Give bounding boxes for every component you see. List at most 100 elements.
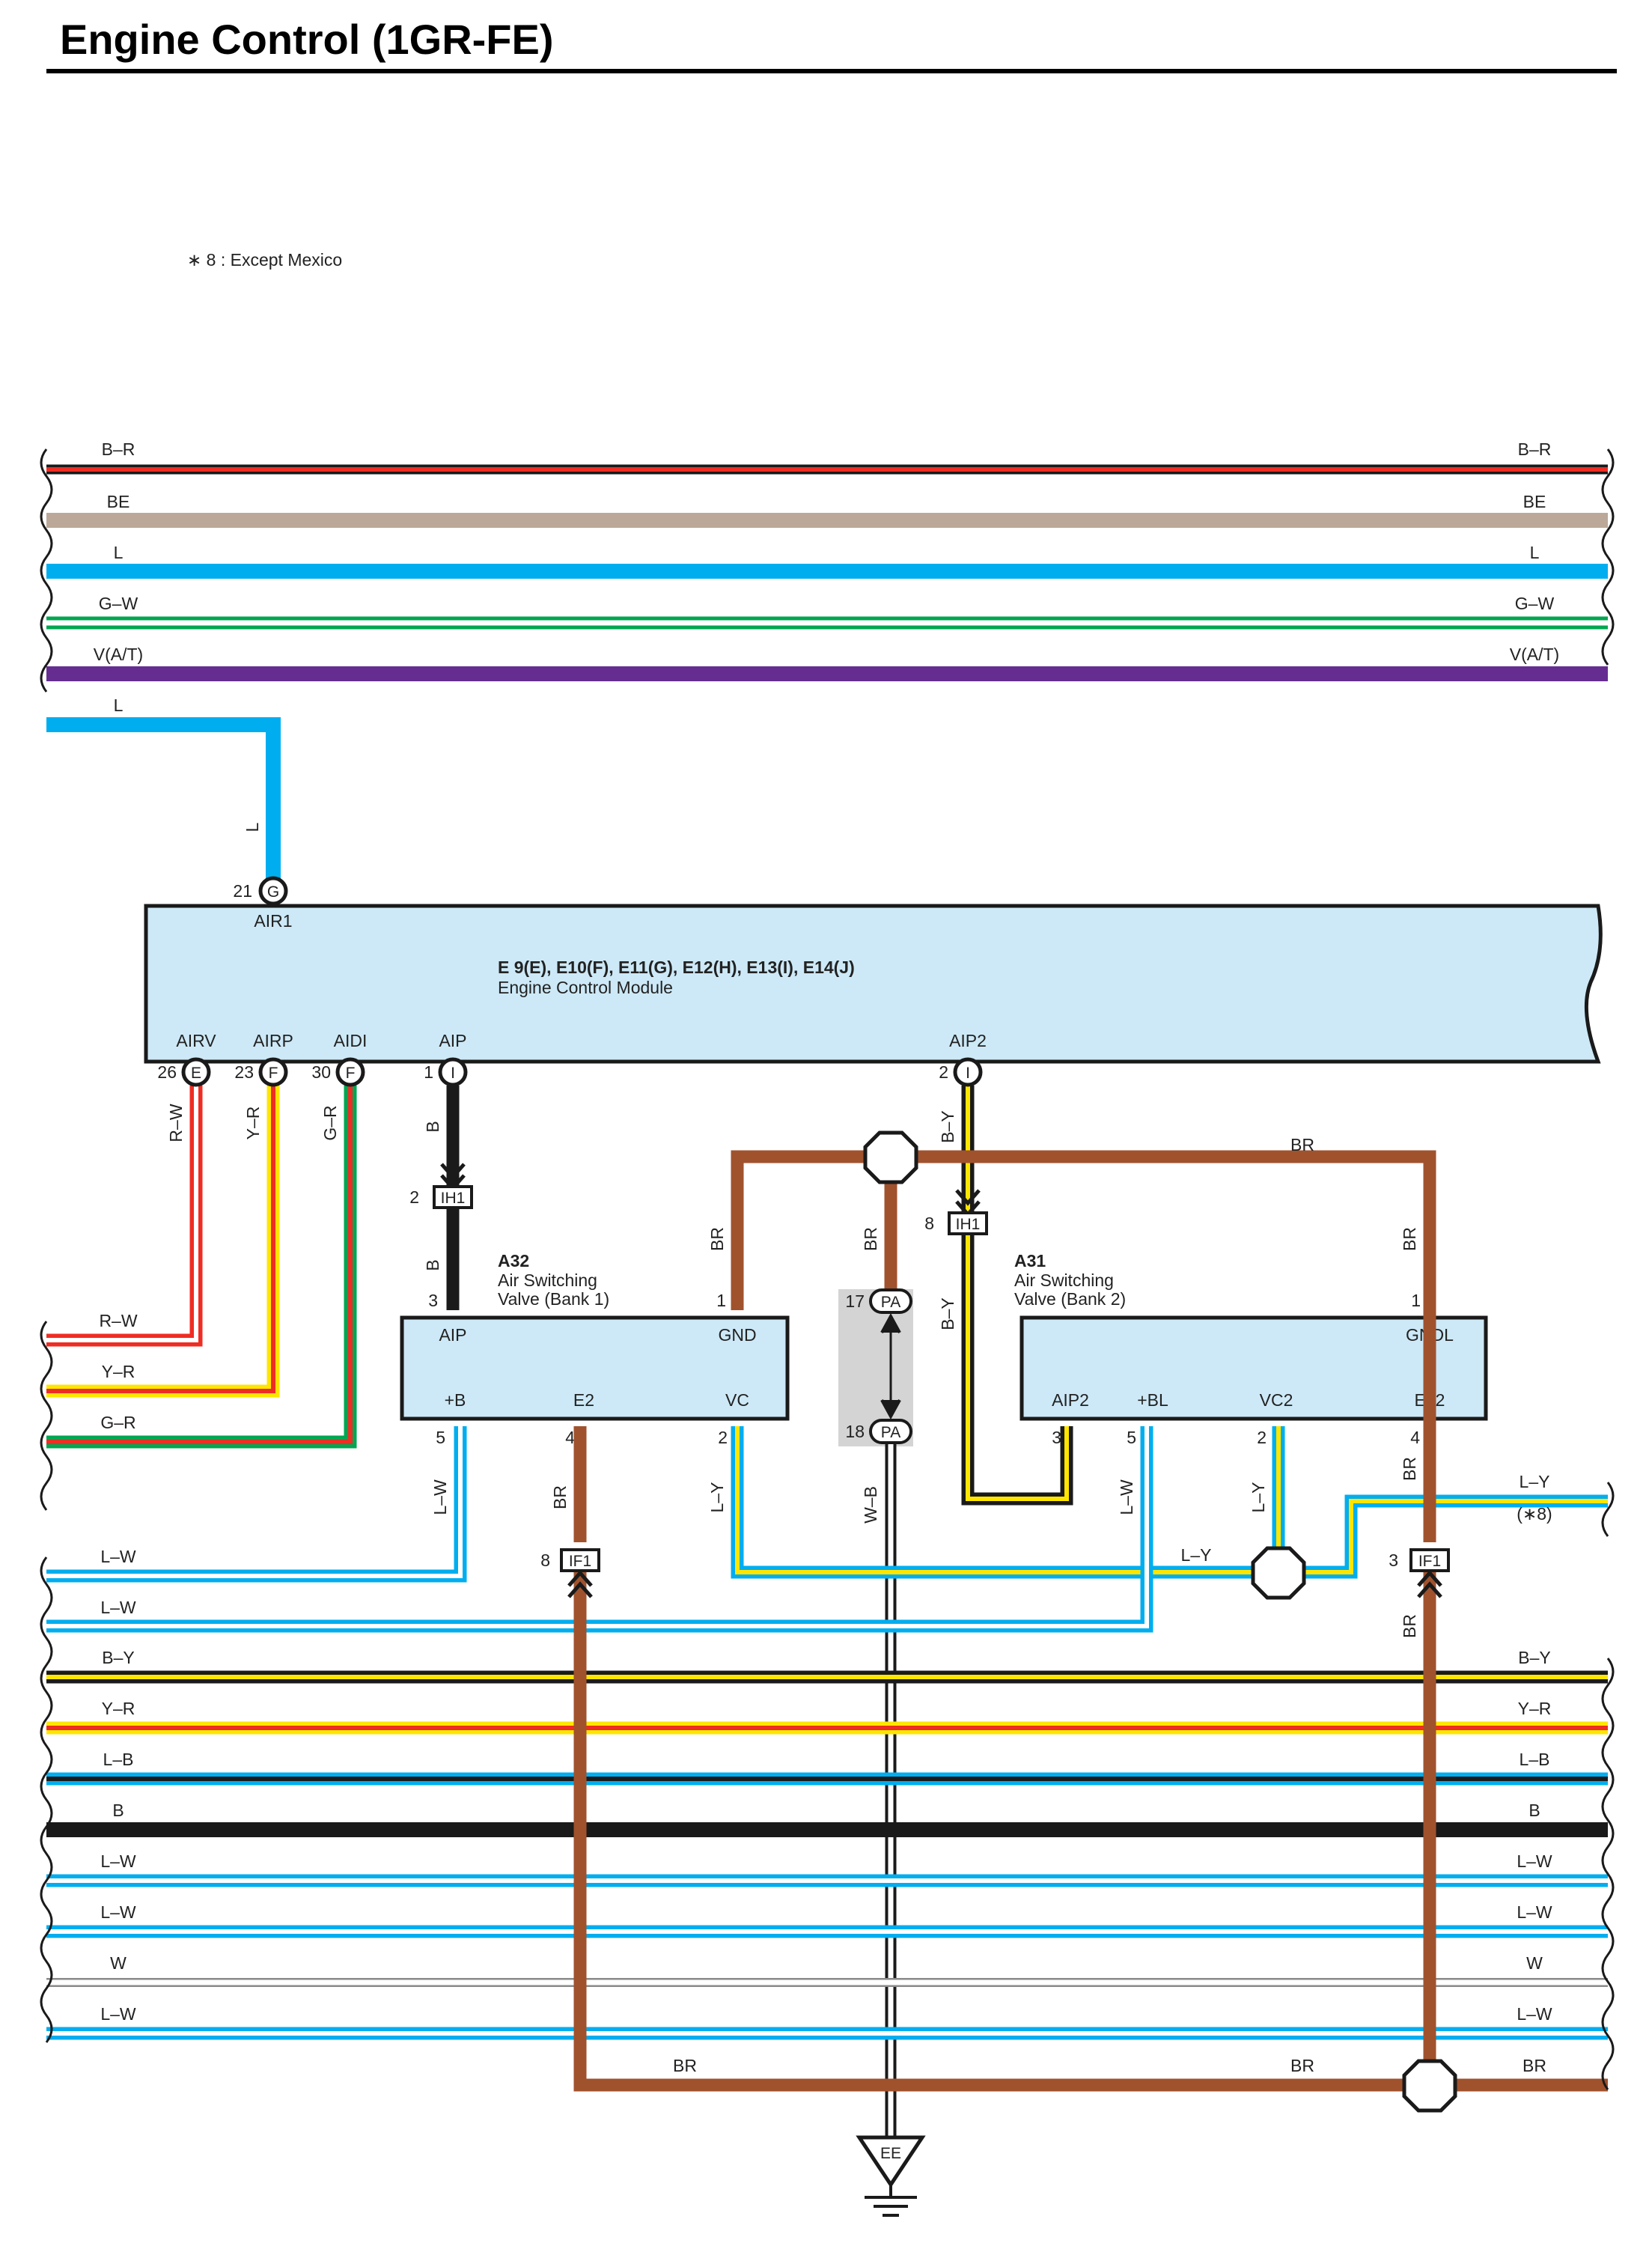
wire-label-l-y-a32: L–Y <box>707 1482 727 1513</box>
wire-label-g-r: G–R <box>100 1413 135 1432</box>
wire-label-l-y-right: L–Y <box>1520 1472 1550 1491</box>
bus-label-l-b-right: L–B <box>1520 1750 1550 1769</box>
bus-label-w-left: W <box>110 1953 127 1973</box>
bus-label-br-right: BR <box>1523 2056 1546 2075</box>
a31-term-aip2: AIP2 <box>1052 1390 1089 1410</box>
splice-top <box>863 1130 918 1184</box>
bus-label-b-left: B <box>112 1801 124 1820</box>
splice-bottom <box>1402 2059 1457 2113</box>
if1-left-name: IF1 <box>569 1553 591 1570</box>
wire-label-b-r-right: B–R <box>1518 439 1552 459</box>
wire-label-g-r-vertical: G–R <box>320 1105 340 1140</box>
ih1-left-pin: 2 <box>409 1187 419 1207</box>
ecm-term-airp: AIRP <box>253 1031 293 1050</box>
ecm-pin-airp-conn: F <box>269 1065 278 1082</box>
ecm-pin-aip2[interactable] <box>953 1057 983 1087</box>
wire-label-r-w: R–W <box>99 1311 137 1330</box>
wire-label-br-mid: BR <box>861 1227 880 1251</box>
wire-label-br-a32: BR <box>707 1227 727 1251</box>
wire-label-be-left: BE <box>107 492 130 511</box>
ecm-term-airv: AIRV <box>176 1031 216 1050</box>
wire-label-br-e2: BR <box>550 1485 570 1509</box>
break-mark-right-mid <box>1601 1482 1615 1537</box>
bus-label-b-right: B <box>1528 1801 1540 1820</box>
wire-l-w-a32 <box>46 1426 467 1583</box>
ecm-pin-aidi-conn: F <box>346 1065 356 1082</box>
bus-label-l-w-4-left: L–W <box>100 1902 136 1922</box>
a31-name-2: Valve (Bank 2) <box>1014 1289 1126 1309</box>
ecm-pin-aip[interactable] <box>438 1057 468 1087</box>
wire-label-g-w-left: G–W <box>99 594 138 613</box>
bus-label-br-left: BR <box>673 2056 697 2075</box>
a32-name-2: Valve (Bank 1) <box>498 1289 609 1309</box>
bus-label-l-w-5-right: L–W <box>1517 2004 1552 2024</box>
a31-pin-e22: 4 <box>1410 1428 1420 1447</box>
ecm-label-ids: E 9(E), E10(F), E11(G), E12(H), E13(I), … <box>498 958 855 977</box>
ecm-pin-aip-conn: I <box>451 1065 455 1082</box>
wire-label-b-lower: B <box>423 1259 442 1270</box>
ecm-box <box>144 904 1603 1064</box>
ecm-term-aidi: AIDI <box>334 1031 368 1050</box>
a32-term-vc: VC <box>725 1390 749 1410</box>
wire-g-r <box>46 1086 357 1449</box>
a31-box <box>1019 1315 1488 1421</box>
wire-label-b-y-lower: B–Y <box>938 1297 957 1330</box>
wire-label-l-y-note: (∗8) <box>1517 1504 1552 1524</box>
pa-bottom-name: PA <box>881 1424 900 1441</box>
a32-term-aip: AIP <box>439 1325 466 1345</box>
ih1-right-pin: 8 <box>924 1214 934 1233</box>
a31-pin-aip2: 3 <box>1052 1428 1061 1447</box>
a31-pin-gndl: 1 <box>1411 1291 1421 1310</box>
wire-label-l-left: L <box>114 543 124 562</box>
wire-label-br-top: BR <box>1290 1135 1314 1154</box>
wire-label-l-y-a31: L–Y <box>1249 1482 1268 1513</box>
ih1-left-name: IH1 <box>441 1190 466 1207</box>
wire-label-l-right: L <box>1530 543 1540 562</box>
ih1-right-connector[interactable] <box>948 1211 988 1235</box>
wire-label-l-y-horizontal: L–Y <box>1181 1545 1212 1565</box>
a32-pin-e2: 4 <box>565 1428 575 1447</box>
wire-label-b-r-left: B–R <box>102 439 135 459</box>
bus-label-y-r-right: Y–R <box>1518 1699 1552 1718</box>
ecm-term-aip: AIP <box>439 1031 466 1050</box>
a31-term-vc2: VC2 <box>1260 1390 1293 1410</box>
wire-br-e2 <box>573 1426 1608 2092</box>
a31-pin-vc2: 2 <box>1257 1428 1267 1447</box>
bus-label-l-b-left: L–B <box>103 1750 134 1769</box>
ecm-pin-airv[interactable] <box>181 1057 211 1087</box>
ih1-left-connector[interactable] <box>433 1185 473 1209</box>
a32-term-gnd: GND <box>718 1325 756 1345</box>
ecm-pin-aidi-num: 30 <box>311 1062 331 1082</box>
ground-label: EE <box>880 2145 901 2162</box>
a32-name-1: Air Switching <box>498 1270 597 1290</box>
splice-l-y <box>1251 1546 1306 1600</box>
a31-name-1: Air Switching <box>1014 1270 1114 1290</box>
pa-top-name: PA <box>881 1294 900 1311</box>
a32-term-e2: E2 <box>573 1390 594 1410</box>
pa-double-arrow <box>880 1312 901 1420</box>
pa-connector-bottom[interactable] <box>869 1419 912 1444</box>
bus-label-b-y-right: B–Y <box>1518 1648 1550 1667</box>
ecm-pin-aidi[interactable] <box>335 1057 365 1087</box>
ecm-pin-aip2-conn: I <box>966 1065 970 1082</box>
wire-label-br-e22: BR <box>1400 1457 1419 1481</box>
wire-label-l-vertical: L <box>243 822 262 832</box>
if1-left-arrow <box>567 1570 593 1598</box>
pa-connector-top[interactable] <box>869 1288 912 1314</box>
ecm-pin-airp[interactable] <box>258 1057 288 1087</box>
ecm-pin-air1[interactable] <box>258 876 288 906</box>
bus-label-w-right: W <box>1526 1953 1543 1973</box>
break-mark-left-mid <box>40 1321 53 1511</box>
a32-box <box>400 1315 790 1421</box>
ecm-pin-air1-conn: G <box>267 883 279 901</box>
break-mark-right-top <box>1601 448 1615 666</box>
wire-r-w <box>46 1086 203 1347</box>
wire-l-y-vc <box>731 1426 1278 1579</box>
bus-label-l-w-3-left: L–W <box>100 1851 136 1871</box>
wire-label-y-r-vertical: Y–R <box>243 1107 263 1140</box>
ecm-label-name: Engine Control Module <box>498 978 673 997</box>
wire-l-w-a31 <box>46 1426 1153 1633</box>
if1-left-pin: 8 <box>540 1550 550 1570</box>
bus-label-l-w-4-right: L–W <box>1517 1902 1552 1922</box>
wire-label-w-b: W–B <box>861 1486 880 1524</box>
